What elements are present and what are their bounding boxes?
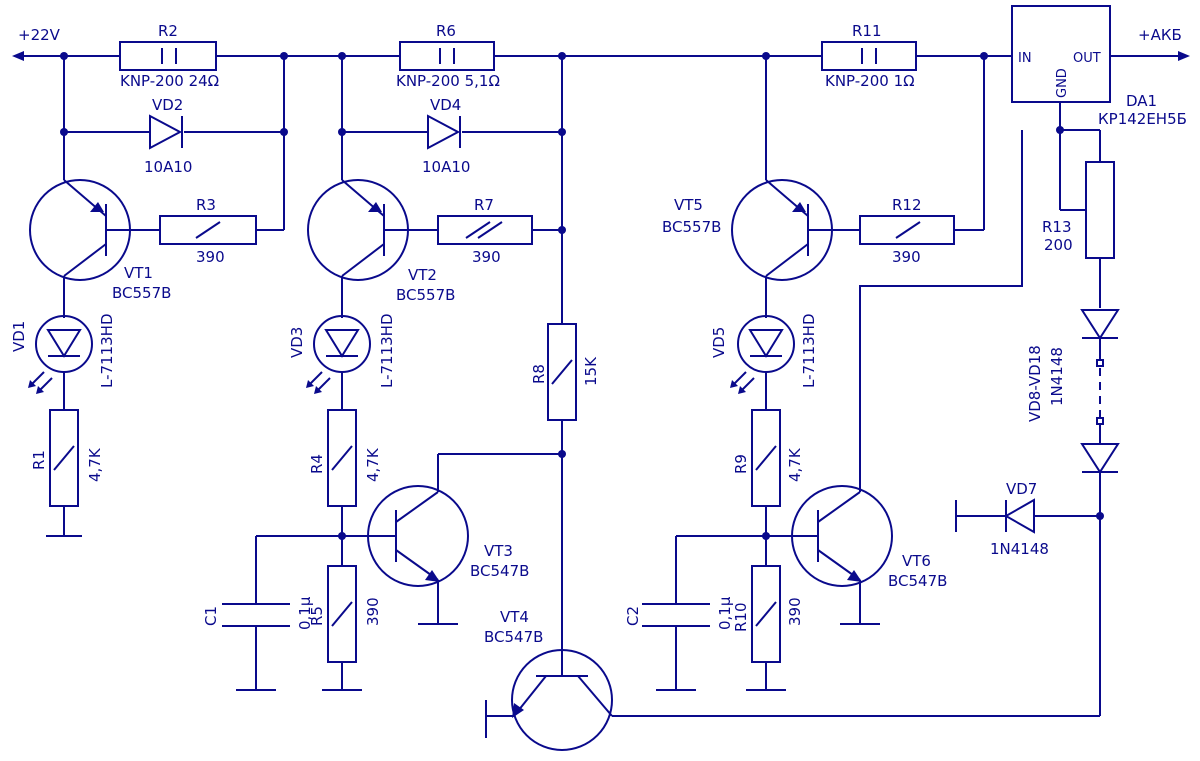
vt2-ref: VT2 — [408, 266, 437, 284]
r12-ref: R12 — [892, 196, 922, 214]
c2-ref: C2 — [624, 606, 642, 626]
resistor-r10 — [751, 565, 781, 663]
transistor-vt2 — [307, 179, 409, 281]
resistor-r11 — [821, 41, 917, 71]
vd7-ref: VD7 — [1006, 480, 1037, 498]
vd4-value: 10A10 — [422, 158, 470, 176]
resistor-r3 — [159, 215, 257, 245]
r7-value: 390 — [472, 248, 501, 266]
top-rail — [12, 51, 1190, 61]
vd2-ref: VD2 — [152, 96, 183, 114]
channel-center-wiring — [558, 56, 566, 676]
vt1-value: BC557B — [112, 284, 171, 302]
led-vd3 — [306, 315, 371, 394]
r1-value: 4,7K — [86, 447, 104, 482]
resistor-r4 — [327, 409, 357, 507]
c1-ref: C1 — [202, 606, 220, 626]
transistor-vt3 — [367, 453, 562, 625]
led-vd5 — [730, 315, 795, 394]
transistor-vt5 — [731, 179, 833, 281]
channel-3-wiring — [656, 56, 985, 691]
vd5-ref: VD5 — [710, 327, 728, 358]
r8-ref: R8 — [530, 364, 548, 384]
r9-ref: R9 — [732, 454, 750, 474]
diode-chain-vd8-vd18 — [1080, 309, 1120, 716]
vd3-ref: VD3 — [288, 327, 306, 358]
vt1-ref: VT1 — [124, 264, 153, 282]
r8-value: 15K — [582, 356, 600, 386]
r10-ref: R10 — [732, 602, 750, 632]
trimmer-r13 — [1059, 129, 1115, 308]
resistor-r6 — [399, 41, 495, 71]
diode-vd7 — [955, 498, 1100, 534]
da1-value: КР142ЕН5Б — [1098, 110, 1187, 128]
r2-value: KNP-200 24Ω — [120, 72, 219, 90]
r4-ref: R4 — [308, 454, 326, 474]
vd8-ref: VD8-VD18 — [1026, 345, 1044, 422]
vd1-ref: VD1 — [10, 321, 28, 352]
diode-vd2 — [149, 114, 183, 150]
r11-ref: R11 — [852, 22, 882, 40]
channel-2-wiring — [236, 56, 562, 691]
channel-1-wiring — [46, 56, 288, 537]
resistor-r12 — [859, 215, 955, 245]
da1-pin-gnd: GND — [1055, 68, 1070, 98]
vt2-value: BC557B — [396, 286, 455, 304]
vt4-ref: VT4 — [500, 608, 529, 626]
r4-value: 4,7K — [364, 447, 382, 482]
da1-pin-in: IN — [1018, 51, 1032, 66]
capacitor-c1 — [222, 603, 290, 627]
vd7-value: 1N4148 — [990, 540, 1049, 558]
resistor-r7 — [437, 215, 533, 245]
r12-value: 390 — [892, 248, 921, 266]
transistor-vt1 — [29, 179, 131, 281]
r5-value: 390 — [364, 597, 382, 626]
c1-value: 0,1μ — [296, 596, 314, 630]
r2-ref: R2 — [158, 22, 178, 40]
resistor-r1 — [49, 409, 79, 507]
r7-ref: R7 — [474, 196, 494, 214]
r13-value: 200 — [1044, 236, 1073, 254]
vt3-ref: VT3 — [484, 542, 513, 560]
vd1-value: L-7113HD — [98, 313, 116, 388]
diode-vd4 — [427, 114, 461, 150]
vt6-ref: VT6 — [902, 552, 931, 570]
vd5-value: L-7113HD — [800, 313, 818, 388]
resistor-r5 — [327, 565, 357, 663]
vin-label: +22V — [18, 26, 61, 44]
vd3-value: L-7113HD — [378, 313, 396, 388]
vt6-collector-wire — [859, 130, 1023, 492]
vt3-value: BC547B — [470, 562, 529, 580]
resistor-r9 — [751, 409, 781, 507]
capacitor-c2 — [642, 603, 710, 627]
vt5-value: BC557B — [662, 218, 721, 236]
c2-value: 0,1μ — [716, 596, 734, 630]
vd4-ref: VD4 — [430, 96, 461, 114]
vd8-value: 1N4148 — [1048, 347, 1066, 406]
da1-pin-out: OUT — [1073, 51, 1101, 66]
vt6-value: BC547B — [888, 572, 947, 590]
da1-ref: DA1 — [1126, 92, 1157, 110]
r3-value: 390 — [196, 248, 225, 266]
r10-value: 390 — [786, 597, 804, 626]
r9-value: 4,7K — [786, 447, 804, 482]
resistor-r8 — [547, 323, 577, 421]
r6-ref: R6 — [436, 22, 456, 40]
r6-value: KNP-200 5,1Ω — [396, 72, 500, 90]
r13-ref: R13 — [1042, 218, 1072, 236]
regulator-da1 — [1011, 5, 1111, 134]
vt5-ref: VT5 — [674, 196, 703, 214]
vd2-value: 10A10 — [144, 158, 192, 176]
r1-ref: R1 — [30, 450, 48, 470]
r11-value: KNP-200 1Ω — [825, 72, 915, 90]
vt4-value: BC547B — [484, 628, 543, 646]
vout-label: +АКБ — [1138, 26, 1182, 44]
led-vd1 — [28, 315, 93, 394]
r3-ref: R3 — [196, 196, 216, 214]
transistor-vt6 — [791, 485, 893, 625]
resistor-r2 — [119, 41, 217, 71]
r5-ref: R5 — [308, 606, 326, 626]
transistor-vt4 — [485, 649, 1100, 751]
